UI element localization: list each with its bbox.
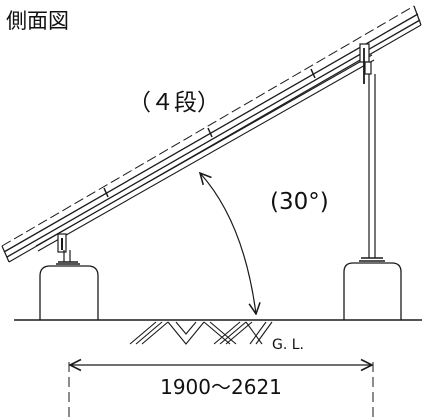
- rear-support-post: [359, 43, 385, 262]
- span-dimension-label: 1900～2621: [160, 375, 282, 399]
- drawing-title: 側面図: [6, 9, 69, 33]
- tier-count-label: （４段）: [128, 90, 220, 116]
- tilt-angle-label: (30°): [270, 189, 329, 215]
- ground-level-label: G. L.: [272, 337, 304, 353]
- dimension-extension-lines: [68, 362, 374, 419]
- earth-hatch: [129, 321, 273, 345]
- tilt-angle-arc: [200, 173, 256, 314]
- rear-foundation: [343, 262, 402, 320]
- front-foundation: [39, 265, 99, 320]
- solar-panel-array: [1, 5, 422, 263]
- front-support-post: [56, 233, 80, 265]
